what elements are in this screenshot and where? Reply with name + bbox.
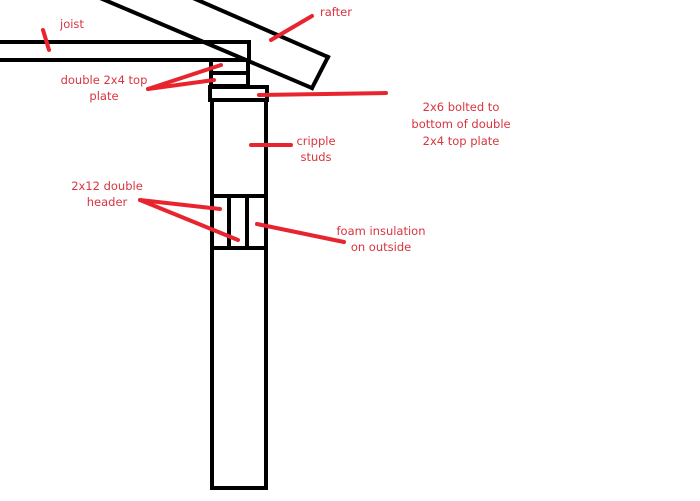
label-top-plate: plate (89, 89, 118, 103)
label-header: header (87, 195, 128, 209)
rafter-pointer (269, 14, 314, 42)
label-joist: joist (59, 17, 84, 31)
header (210, 194, 268, 250)
label-2x6: 2x4 top plate (423, 134, 500, 148)
annotation-labels: joist rafter double 2x4 top plate 2x6 bo… (59, 5, 511, 254)
top-plate-pointer-2 (146, 78, 216, 91)
foam-pointer (255, 222, 346, 244)
label-foam: on outside (351, 240, 411, 254)
label-2x6: 2x6 bolted to (423, 100, 500, 114)
label-cripple-studs: studs (300, 150, 331, 164)
annotation-pointers (41, 14, 388, 244)
2x6-pointer (257, 91, 388, 97)
top-plate-pointer-1 (146, 63, 223, 91)
label-header: 2x12 double (71, 179, 143, 193)
header-pointer-1 (138, 198, 222, 211)
label-cripple-studs: cripple (296, 134, 335, 148)
label-rafter: rafter (320, 5, 352, 19)
header-pointer-2 (138, 198, 240, 242)
joist-pointer (41, 28, 51, 52)
label-2x6: bottom of double (411, 117, 510, 131)
wall (210, 98, 268, 490)
label-foam: foam insulation (336, 224, 425, 238)
double-top-plate (209, 58, 250, 88)
label-top-plate: double 2x4 top (61, 73, 148, 87)
